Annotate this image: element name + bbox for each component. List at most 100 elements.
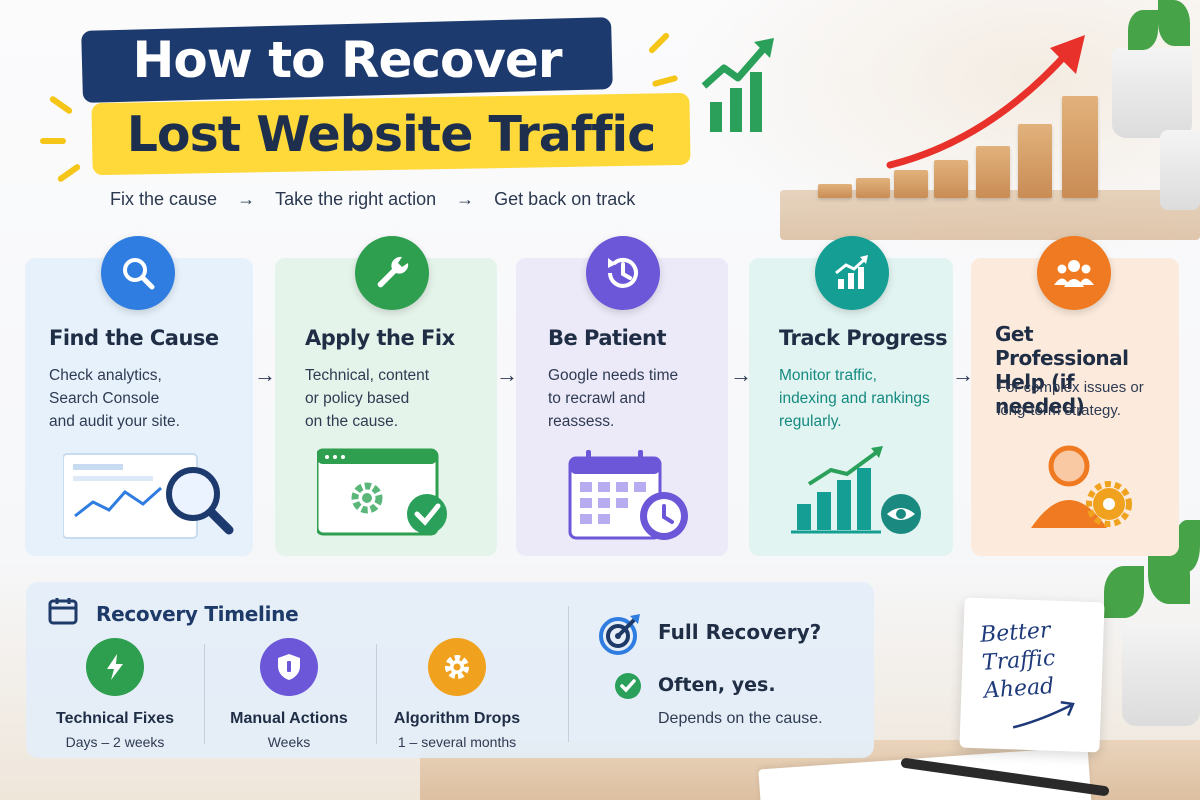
timeline-item-algorithm: Algorithm Drops 1 – several months [382, 638, 532, 750]
step-title: Track Progress [779, 326, 948, 350]
step-icon-circle [586, 236, 660, 310]
step-card-track-progress: Track Progress Monitor traffic, indexing… [749, 236, 953, 556]
growth-chart-icon [835, 255, 868, 289]
red-trend-arrow-icon [886, 35, 1085, 169]
team-icon [1054, 260, 1094, 287]
wooden-block [894, 170, 928, 198]
arrow-right-icon: → [254, 362, 276, 387]
step-card-be-patient: Be Patient Google needs time to recrawl … [516, 236, 728, 556]
timeline-divider [376, 644, 377, 744]
step-title: Get Professional Help (if needed) [995, 322, 1129, 418]
professional-gear-illustration [1031, 445, 1132, 528]
step-text-line: Technical, content [305, 367, 430, 384]
browser-fix-illustration [317, 448, 447, 536]
step-text-line: reassess. [548, 413, 615, 430]
wooden-block [856, 178, 890, 198]
timeline-icon-circle [260, 638, 318, 696]
timeline-title: Recovery Timeline [96, 602, 299, 626]
full-recovery-answer: Often, yes. [658, 674, 776, 696]
step-text-line: or policy based [305, 390, 410, 407]
target-icon [599, 614, 640, 655]
subtitle-step-1: Fix the cause [110, 188, 218, 209]
step-description: Google needs time to recrawl and reasses… [548, 364, 716, 433]
timeline-item-name: Algorithm Drops [393, 710, 521, 727]
analytics-magnifier-illustration [63, 453, 234, 539]
wrench-icon [377, 256, 409, 288]
timeline-item-duration: Days – 2 weeks [65, 734, 165, 750]
note-card-text: Better Traffic Ahead [979, 614, 1095, 705]
subtitle-flow: Fix the cause → Take the right action → … [110, 186, 635, 212]
plant-leaf [1128, 10, 1158, 50]
arrow-right-icon: → [456, 188, 475, 209]
history-clock-icon [608, 257, 638, 288]
timeline-icon-circle [428, 638, 486, 696]
desk-surface-top [780, 190, 1200, 240]
step-text-line: indexing and rankings [779, 390, 930, 407]
step-description: Check analytics, Search Console and audi… [49, 364, 241, 433]
step-card-find-cause: Find the Cause Check analytics, Search C… [25, 236, 253, 556]
sparkle-mark [647, 31, 671, 55]
recovery-timeline-panel: Recovery Timeline Technical Fixes Days –… [26, 582, 874, 758]
note-line: Better [979, 618, 1052, 648]
timeline-item-duration: Weeks [267, 734, 311, 750]
step-text-line: Check analytics, [49, 367, 162, 384]
shield-icon [278, 654, 300, 680]
step-card-professional-help: Get Professional Help (if needed) For co… [971, 236, 1179, 556]
gear-icon [445, 655, 469, 679]
timeline-divider [568, 606, 569, 742]
step-text-line: long-term strategy. [997, 402, 1121, 419]
check-circle-icon [615, 673, 641, 699]
timeline-icon-circle [86, 638, 144, 696]
step-text-line: and audit your site. [49, 413, 180, 430]
timeline-item-duration: 1 – several months [397, 734, 517, 750]
step-text-line: Search Console [49, 390, 160, 407]
green-growth-chart-icon [701, 38, 774, 132]
calendar-icon [48, 598, 78, 625]
step-text-line: Google needs time [548, 367, 679, 384]
step-title: Find the Cause [49, 326, 219, 350]
step-description: For complex issues or long-term strategy… [997, 376, 1167, 422]
tracking-chart-eye-illustration [791, 446, 921, 534]
step-description: Technical, content or policy based on th… [305, 364, 485, 433]
step-icon-circle [815, 236, 889, 310]
step-icon-circle [355, 236, 429, 310]
sparkle-mark [56, 163, 82, 183]
lightning-icon [107, 654, 123, 680]
step-description: Monitor traffic, indexing and rankings r… [779, 364, 941, 433]
step-title: Be Patient [548, 326, 667, 350]
step-card-apply-fix: Apply the Fix Technical, content or poli… [275, 236, 497, 556]
subtitle-step-3: Get back on track [494, 188, 636, 209]
mug [1160, 130, 1200, 210]
wooden-block [818, 184, 852, 198]
plant-leaf [1104, 566, 1144, 618]
note-arrow-icon [1012, 701, 1075, 729]
wooden-block [976, 146, 1010, 198]
timeline-divider [204, 644, 205, 744]
timeline-item-name: Technical Fixes [56, 710, 174, 727]
full-recovery-title: Full Recovery? [658, 620, 822, 644]
arrow-right-icon: → [496, 362, 518, 387]
step-text-line: on the cause. [305, 413, 399, 430]
timeline-item-technical: Technical Fixes Days – 2 weeks [40, 638, 190, 750]
search-icon [123, 258, 155, 290]
arrow-right-icon: → [237, 188, 256, 209]
timeline-item-name: Manual Actions [230, 710, 348, 727]
step-icon-circle [1037, 236, 1111, 310]
page-title-line2: Lost Website Traffic [126, 105, 657, 163]
wooden-block [1062, 96, 1098, 198]
sparkle-mark [651, 74, 679, 88]
plant-pot-bottom [1122, 622, 1200, 726]
plant-pot-top [1112, 48, 1192, 138]
sparkle-mark [48, 95, 74, 115]
step-text-line: Monitor traffic, [779, 367, 877, 384]
step-text-line: regularly. [779, 413, 842, 430]
plant-leaf [1158, 0, 1190, 46]
step-icon-circle [101, 236, 175, 310]
page-title-line1: How to Recover [132, 31, 562, 89]
subtitle-step-2: Take the right action [275, 188, 437, 209]
wooden-block [1018, 124, 1052, 198]
step-text-line: For complex issues or [997, 379, 1144, 396]
wooden-block [934, 160, 968, 198]
sparkle-mark [40, 138, 66, 144]
